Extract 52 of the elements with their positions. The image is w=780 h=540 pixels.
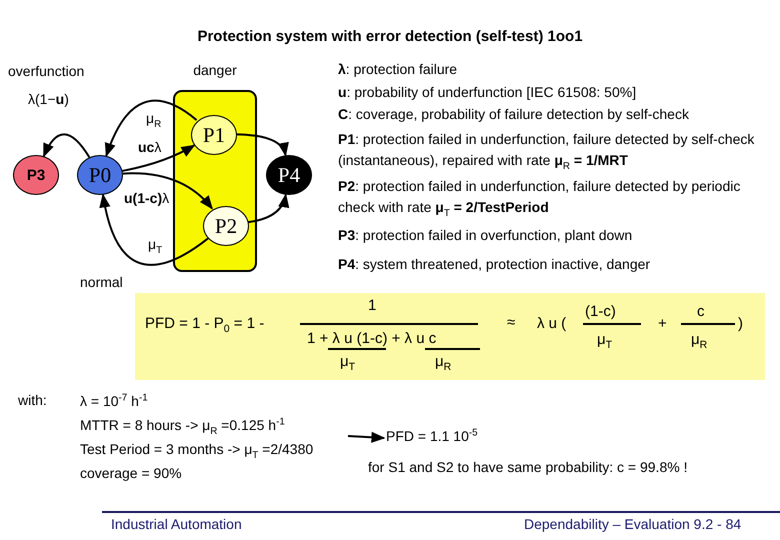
arrow [248, 193, 288, 224]
edge-label: λ(1−u) [28, 91, 69, 107]
arrow [105, 100, 198, 158]
formula-term: ≈ [507, 314, 516, 331]
formula-term: (1-c) [585, 303, 616, 320]
definition-text: u: probability of underfunction [IEC 61508: 50%] [338, 83, 636, 102]
formula-term: μ$_{T}$ [597, 331, 612, 348]
arrow [236, 133, 288, 157]
formula-term: ) [738, 315, 743, 332]
edge-label: u(1-c)λ [124, 190, 170, 206]
formula-term: PFD = 1 - P$_{0}$ = 1 - [145, 315, 264, 332]
formula-term: 1 [368, 297, 376, 314]
arrow [122, 144, 196, 172]
formula-term: λ u ( [537, 315, 566, 332]
definition-text: P4: system threatened, protection inactive, danger [338, 255, 650, 274]
footer-text: Industrial Automation [111, 515, 242, 534]
note-text: overfunction [8, 62, 84, 81]
note-text: normal [80, 273, 123, 292]
group-heading: danger [192, 62, 238, 78]
formula-panel [135, 293, 765, 380]
arrow [348, 432, 386, 443]
title: Protection system with error detection (self-test) 1oo1 [196, 28, 584, 45]
state-circle: P4 [266, 155, 312, 195]
note-text: with: [18, 391, 47, 410]
result-text: PFD = 1.1 10$^{-5}$ [386, 428, 478, 444]
state-circle: P1 [191, 115, 237, 155]
state-circle: P0 [77, 155, 123, 195]
edge-label: ucλ [138, 139, 162, 155]
state-circle: P3 [13, 155, 59, 195]
definition-text: λ: protection failure [338, 60, 458, 79]
arrow [42, 133, 90, 158]
definition-text: P1: protection failed in underfunction, failure detected by self-check (instantaneous), repaired with rate μ$_{R}$ = 1/MRT [338, 130, 756, 171]
definition-text: P3: protection failed in overfunction, plant down [338, 226, 632, 245]
note-text: for S1 and S2 to have same probability: c = 99.8% ! [368, 458, 688, 477]
formula-term: μ$_{R}$ [435, 353, 452, 370]
definition-text: C: coverage, probability of failure detection by self-check [338, 105, 689, 124]
state-circle: P2 [203, 206, 249, 246]
parameter-text: λ = 10$^{-7}$ h$^{-1}$ [80, 392, 149, 410]
parameter-text: coverage = 90% [80, 464, 183, 482]
parameter-text: Test Period = 3 months -> μ$_{T}$ =2/4380 [80, 440, 314, 458]
edge-label: μ$_{R}$ [146, 110, 162, 126]
edge-label: μ$_{T}$ [148, 236, 162, 252]
formula-term: c [697, 303, 704, 320]
parameter-text: MTTR = 8 hours -> μ$_{R}$ =0.125 h$^{-1}$ [80, 416, 286, 434]
formula-term: + [658, 315, 667, 332]
formula-term: μ$_{T}$ [340, 353, 356, 370]
arrow [100, 193, 209, 266]
definition-text: P2: protection failed in underfunction, failure detected by periodic check with rate μ$_{T}$ = 2/TestPeriod [338, 177, 742, 218]
arrow [122, 172, 213, 210]
footer-text: Dependability – Evaluation 9.2 - 84 [524, 515, 742, 534]
formula-term: 1 + λ u (1-c) + λ u c [307, 330, 436, 347]
formula-term: μ$_{R}$ [691, 331, 708, 348]
